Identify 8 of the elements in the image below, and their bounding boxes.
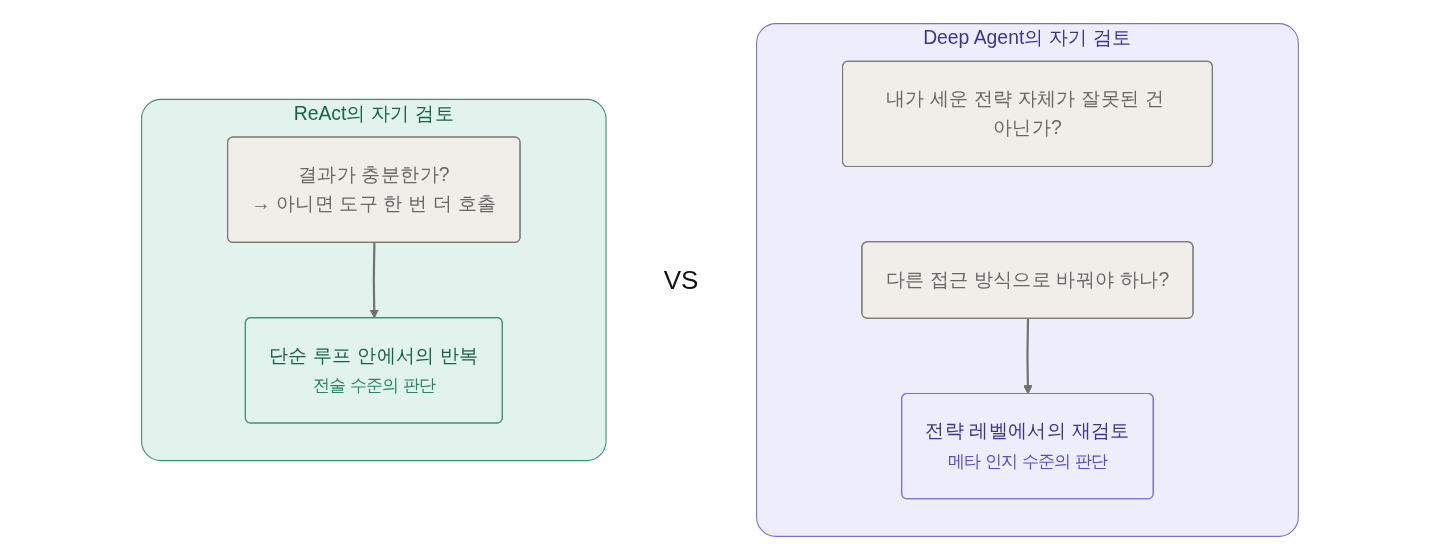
process-box: 단순 루프 안에서의 반복 전술 수준의 판단: [244, 317, 503, 424]
process-box: 결과가 충분한가? → 아니면 도구 한 번 더 호출: [227, 136, 521, 243]
process-box: 내가 세운 전략 자체가 잘못된 건 아닌가?: [842, 60, 1213, 168]
text-label: VS: [663, 264, 699, 296]
process-box: 전략 레벨에서의 재검토 메타 인지 수준의 판단: [901, 392, 1154, 500]
arrow: [1023, 318, 1033, 395]
process-box: 다른 접근 방식으로 바꿔야 하나?: [861, 241, 1194, 319]
arrow: [369, 242, 379, 319]
